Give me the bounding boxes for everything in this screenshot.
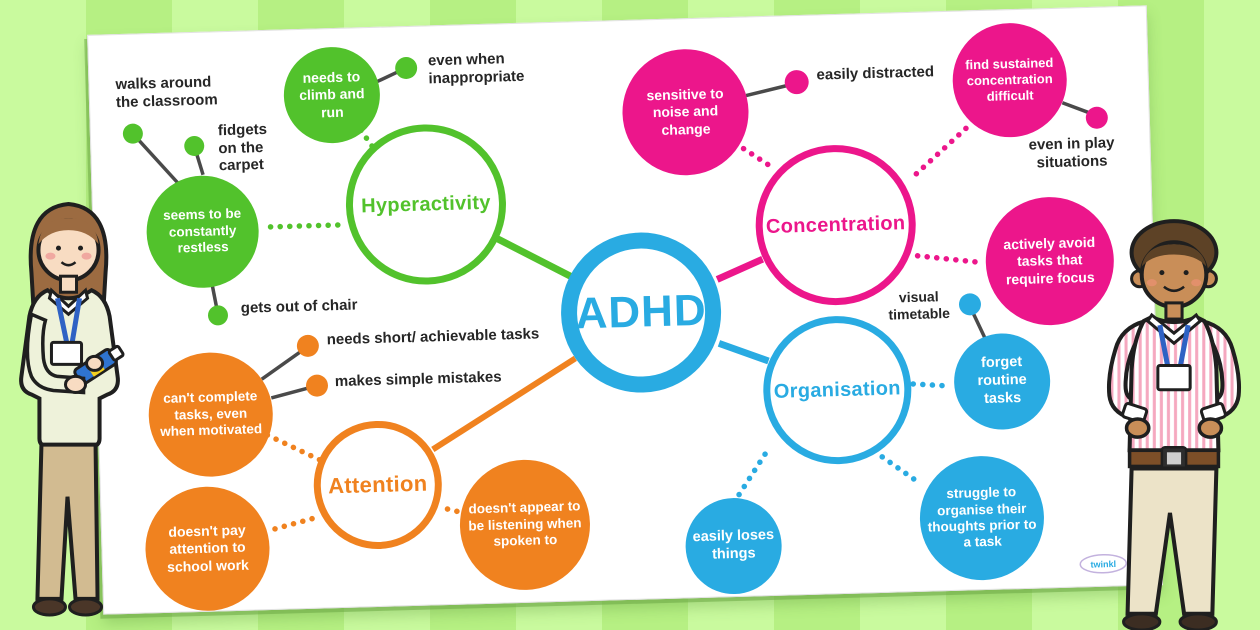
woman-badge [49, 340, 84, 366]
dotted-connectors [264, 124, 981, 532]
note-visual-timetable: visual timetable [888, 288, 951, 323]
satellite-dots [122, 57, 1108, 397]
man-hand [1197, 417, 1224, 439]
organisation-label: Organisation [773, 376, 902, 403]
line-adhd-attention [431, 355, 577, 452]
woman-trousers [35, 442, 100, 601]
adhd-label: ADHD [574, 285, 708, 339]
twinkl-logo-text: twinkl [1090, 559, 1116, 570]
man-trousers [1125, 466, 1219, 616]
attention-label: Attention [327, 470, 428, 499]
teacher-illustration-right [1086, 208, 1260, 630]
woman-lanyard [55, 297, 82, 347]
woman-shoe [31, 597, 67, 617]
note-gets-out: gets out of chair [240, 296, 358, 317]
woman-shoe [68, 597, 104, 617]
man-lanyard [1157, 324, 1191, 368]
concentration-label: Concentration [765, 211, 906, 238]
woman-fringe [38, 218, 99, 245]
connector-lines [122, 57, 1108, 532]
note-fidgets: fidgets on the carpet [217, 120, 268, 175]
woman-hand [63, 374, 88, 394]
poster-card: ADHD Hyperactivity Concentration Organis… [87, 5, 1163, 615]
man-fringe [1141, 244, 1207, 267]
twinkl-logo: twinkl [1078, 552, 1129, 580]
man-hand [1124, 417, 1151, 439]
man-shoe [1178, 612, 1218, 630]
note-even-inappropriate: even when inappropriate [427, 50, 525, 88]
line-adhd-hyperactivity [495, 235, 573, 280]
note-even-play: even in play situations [1028, 134, 1115, 172]
line-adhd-organisation [717, 340, 770, 365]
note-walks-around: walks around the classroom [115, 73, 218, 111]
man-badge [1156, 363, 1192, 392]
hyperactivity-label: Hyperactivity [360, 191, 491, 217]
man-shoe [1122, 612, 1162, 630]
note-easily-distracted: easily distracted [816, 63, 935, 84]
line-adhd-concentration [715, 255, 765, 283]
teacher-illustration-left [0, 186, 142, 630]
